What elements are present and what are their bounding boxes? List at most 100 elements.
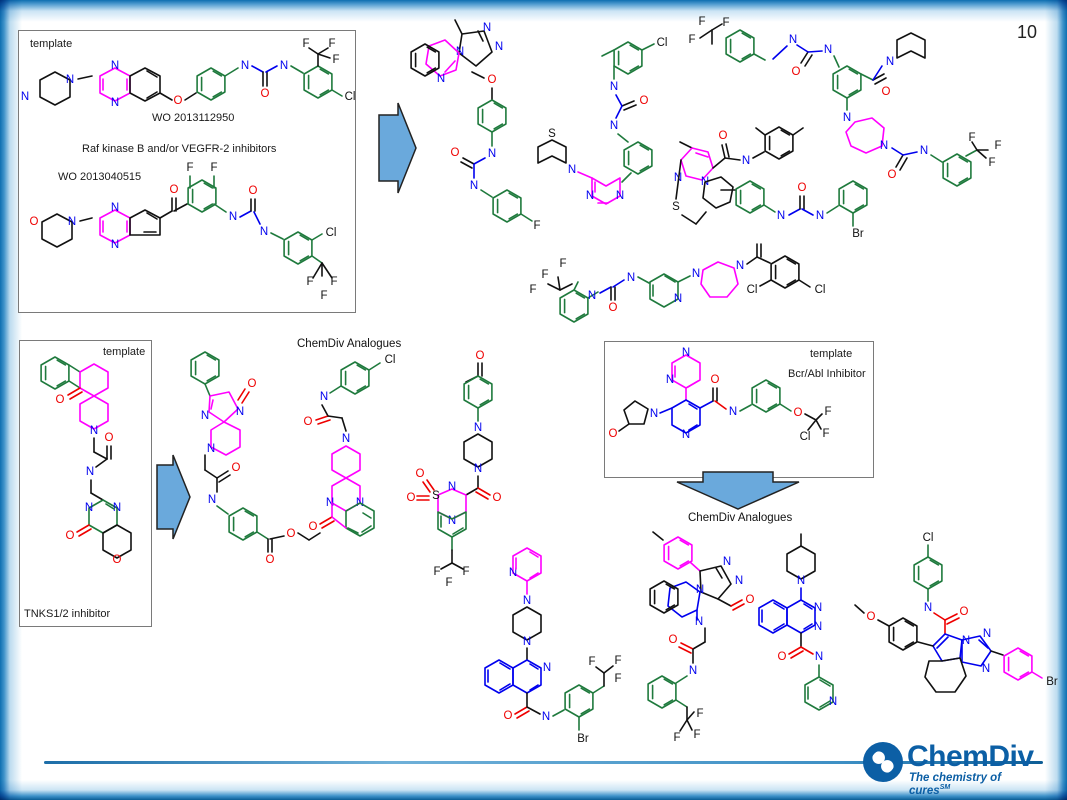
svg-text:O: O (287, 528, 296, 540)
svg-text:O: O (451, 147, 460, 159)
svg-text:Cl: Cl (326, 227, 337, 239)
svg-text:N: N (448, 481, 456, 493)
kinase-target-class: Raf kinase B and/or VEGFR-2 inhibitors (82, 143, 277, 155)
svg-text:N: N (692, 268, 700, 280)
svg-text:N: N (843, 112, 851, 124)
analogue-phthalazine-pyridylamide: N N N O N N (758, 533, 837, 711)
bcrabl-target-class: Bcr/Abl Inhibitor (788, 368, 866, 380)
svg-text:O: O (416, 468, 425, 480)
svg-text:O: O (778, 651, 787, 663)
svg-text:N: N (21, 91, 29, 103)
analogue-spiro-imidazolone-benzoate: N N O N O N O O (190, 351, 321, 566)
svg-text:F: F (824, 406, 831, 418)
svg-text:O: O (170, 184, 179, 196)
svg-text:N: N (924, 602, 932, 614)
svg-text:O: O (609, 428, 618, 440)
svg-text:N: N (470, 180, 478, 192)
svg-text:N: N (523, 636, 531, 648)
svg-text:N: N (962, 635, 970, 647)
svg-text:O: O (711, 374, 720, 386)
svg-text:Cl: Cl (385, 354, 396, 366)
svg-text:S: S (548, 128, 556, 140)
caption-analogues-bottom: ChemDiv Analogues (688, 512, 793, 524)
svg-text:F: F (445, 577, 452, 589)
svg-text:N: N (542, 711, 550, 723)
analogue-pyrrolotriazoloazepine: Cl N O N N N O Br (854, 532, 1058, 693)
svg-text:O: O (309, 521, 318, 533)
chemdiv-service-mark: SM (939, 784, 951, 791)
svg-text:O: O (669, 634, 678, 646)
svg-text:Cl: Cl (815, 284, 826, 296)
svg-text:F: F (673, 732, 680, 744)
tnks-template-label: template (103, 346, 146, 358)
svg-text:N: N (260, 226, 268, 238)
svg-text:N: N (588, 290, 596, 302)
svg-text:N: N (789, 34, 797, 46)
svg-text:O: O (504, 710, 513, 722)
bcrabl-template-label: template (810, 348, 853, 360)
svg-text:F: F (462, 566, 469, 578)
svg-text:Br: Br (1046, 676, 1058, 688)
svg-text:O: O (261, 88, 270, 100)
svg-text:O: O (867, 611, 876, 623)
svg-text:N: N (68, 216, 76, 228)
svg-text:N: N (814, 602, 822, 614)
svg-text:F: F (328, 38, 335, 50)
svg-text:N: N (488, 148, 496, 160)
svg-text:F: F (588, 656, 595, 668)
analogue-pyridine-homopiperazine-benzoyl: FFF N O N N N N (529, 243, 826, 323)
svg-text:N: N (437, 73, 445, 85)
svg-text:O: O (493, 492, 502, 504)
svg-text:N: N (982, 663, 990, 675)
svg-text:O: O (882, 86, 891, 98)
svg-text:N: N (824, 44, 832, 56)
svg-text:O: O (719, 130, 728, 142)
arrow-kinase-to-analogues (378, 102, 417, 194)
svg-text:F: F (968, 132, 975, 144)
svg-text:N: N (674, 293, 682, 305)
svg-text:O: O (232, 462, 241, 474)
analogue-triazoloquinazolinone-acetamide: N N N N O O N FFF (647, 531, 755, 744)
svg-text:N: N (736, 260, 744, 272)
svg-text:Br: Br (577, 733, 589, 745)
svg-text:N: N (241, 60, 249, 72)
svg-text:F: F (433, 566, 440, 578)
arrow-tnks-to-analogues (156, 454, 191, 540)
analogue-triazoloquinoxaline-urea: N N N N O N O N F (410, 19, 541, 232)
svg-text:N: N (886, 56, 894, 68)
svg-text:N: N (111, 239, 119, 251)
svg-text:N: N (586, 190, 594, 202)
svg-text:N: N (111, 202, 119, 214)
svg-text:N: N (85, 502, 93, 514)
svg-text:N: N (543, 662, 551, 674)
analogue-pyrimidothiazine-urea: N N S O N N O N (672, 126, 868, 240)
svg-text:F: F (210, 162, 217, 174)
svg-text:Cl: Cl (747, 284, 758, 296)
analogue-spiro-quinazolinone-chloroanilide: Cl N O N N N O (304, 354, 396, 537)
chemdiv-mark-icon (863, 742, 903, 782)
svg-text:F: F (994, 140, 1001, 152)
svg-text:O: O (174, 95, 183, 107)
svg-text:O: O (798, 182, 807, 194)
svg-text:O: O (249, 185, 258, 197)
svg-text:O: O (888, 169, 897, 181)
svg-text:F: F (302, 38, 309, 50)
svg-text:O: O (266, 554, 275, 566)
svg-text:N: N (495, 41, 503, 53)
structure-tnks-template: O N O N N N O O (40, 356, 132, 566)
svg-text:F: F (822, 428, 829, 440)
svg-text:S: S (432, 490, 440, 502)
chemdiv-tagline: The chemistry of curesSM (909, 772, 1043, 797)
svg-text:N: N (729, 406, 737, 418)
svg-text:Cl: Cl (657, 37, 668, 49)
svg-text:F: F (541, 269, 548, 281)
svg-text:N: N (111, 60, 119, 72)
svg-text:N: N (723, 556, 731, 568)
svg-text:F: F (559, 258, 566, 270)
svg-text:Cl: Cl (345, 91, 356, 103)
structure-bcrabl-template: N N N N O O N O FFC (609, 347, 832, 443)
svg-text:O: O (794, 407, 803, 419)
svg-text:N: N (682, 429, 690, 441)
svg-text:Cl: Cl (800, 431, 811, 443)
tnks-template-box (19, 340, 152, 627)
